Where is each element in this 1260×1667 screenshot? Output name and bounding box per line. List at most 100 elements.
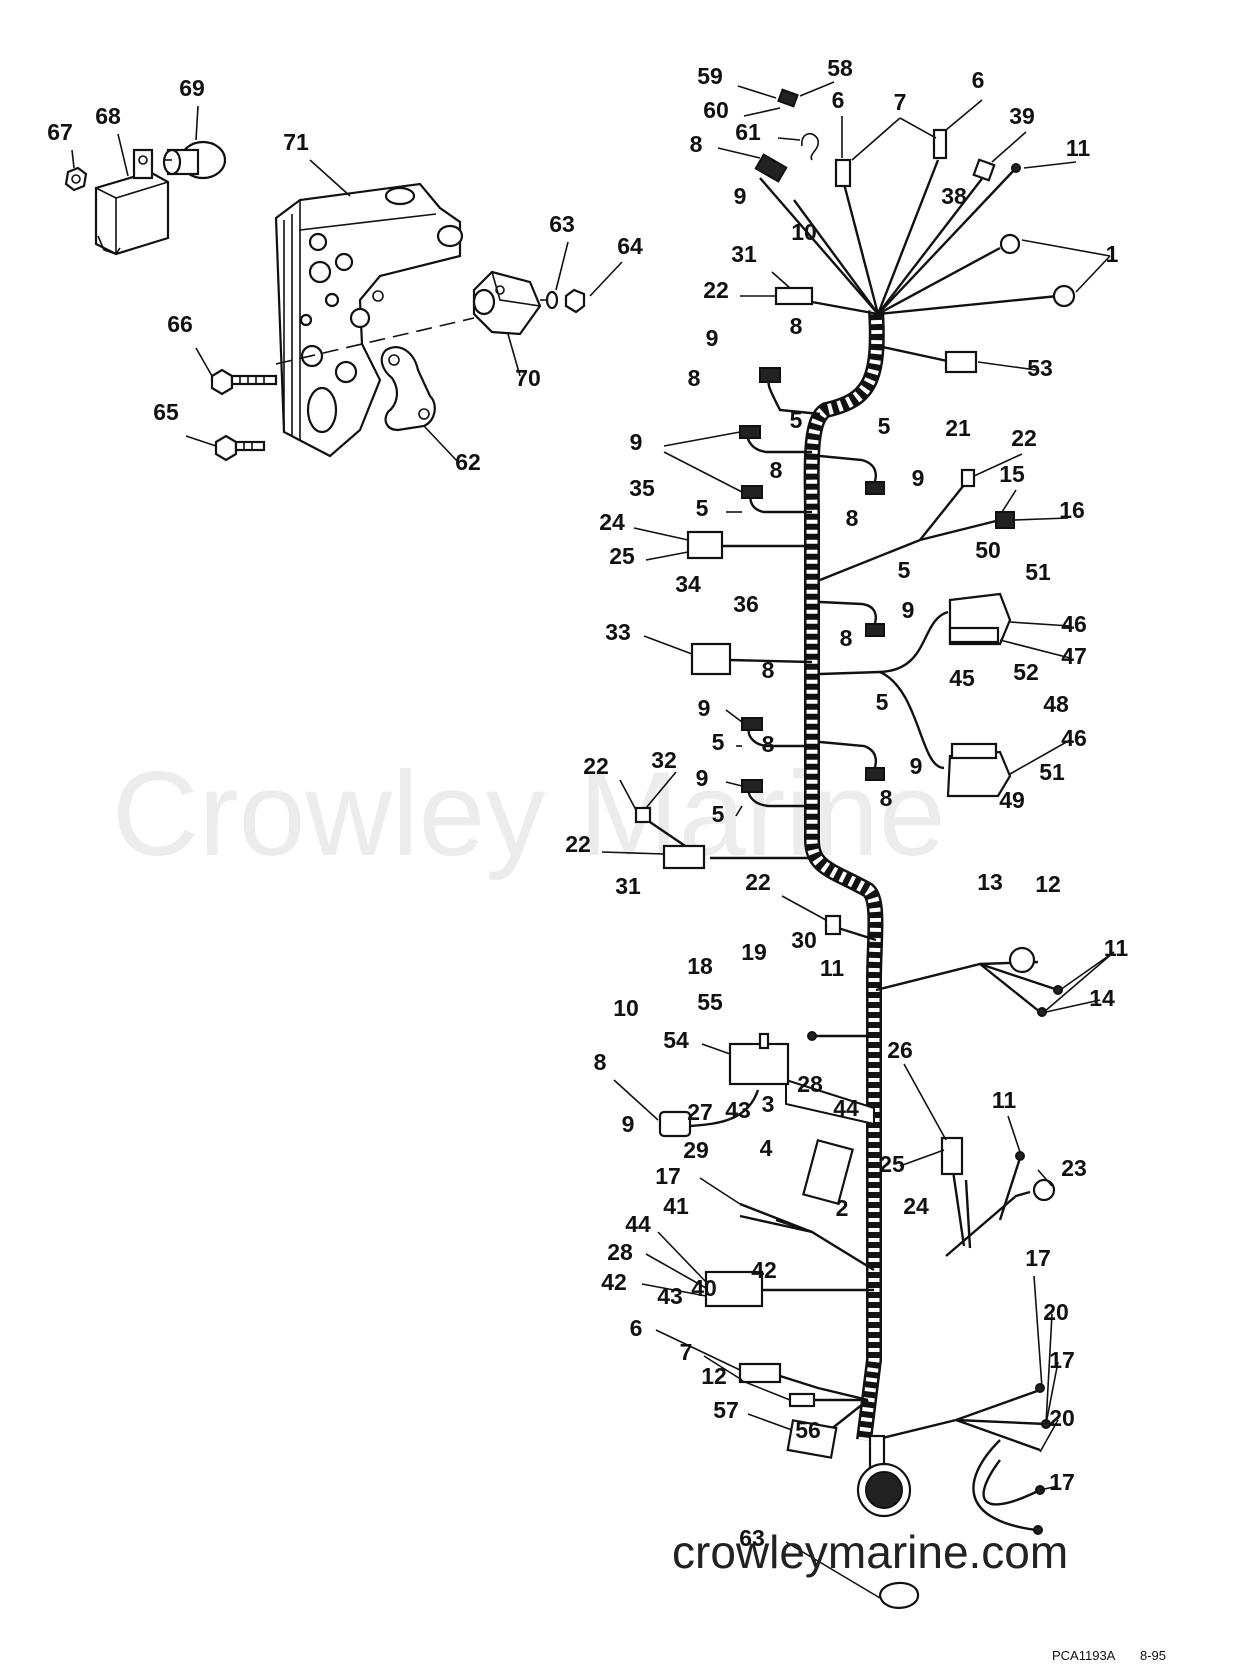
callout-label: 60 [703, 97, 729, 123]
callout-label: 28 [797, 1071, 823, 1097]
callout-label: 51 [1039, 759, 1065, 785]
callout-label: 25 [879, 1151, 905, 1177]
terminal-part [1033, 1525, 1043, 1535]
callout-label: 38 [941, 183, 967, 209]
callout-label: 69 [179, 75, 205, 101]
mounting-bracket-assembly [64, 140, 586, 462]
connector-part [995, 511, 1015, 529]
cable-clamp-part [878, 1581, 920, 1609]
relay-part [948, 592, 1012, 646]
callout-label: 28 [607, 1239, 633, 1265]
connector-part [686, 530, 724, 560]
callout-label: 70 [515, 365, 541, 391]
callout-label: 66 [167, 311, 193, 337]
callout-label: 40 [691, 1275, 717, 1301]
relay-part [946, 742, 1012, 798]
callout-label: 29 [683, 1137, 709, 1163]
callout-label: 9 [696, 765, 709, 791]
callout-label: 22 [703, 277, 729, 303]
relay-part [94, 148, 170, 256]
callout-label: 50 [975, 537, 1001, 563]
callout-label: 5 [712, 801, 725, 827]
screw-part [210, 368, 278, 396]
callout-label: 30 [791, 927, 817, 953]
callout-label: 41 [663, 1193, 689, 1219]
callout-label: 8 [880, 785, 893, 811]
terminal-part [807, 1031, 817, 1041]
callout-label: 9 [902, 597, 915, 623]
callout-label: 34 [675, 571, 701, 597]
callout-label: 45 [949, 665, 975, 691]
callout-label: 17 [1049, 1347, 1075, 1373]
callout-label: 2 [836, 1195, 849, 1221]
callout-label: 71 [283, 129, 309, 155]
callout-label: 31 [615, 873, 641, 899]
callout-label: 31 [731, 241, 757, 267]
callout-label: 24 [903, 1193, 929, 1219]
callout-label: 6 [630, 1315, 643, 1341]
callout-label: 12 [701, 1363, 727, 1389]
connector-part [738, 1362, 782, 1384]
callout-label: 68 [95, 103, 121, 129]
connector-part [704, 1270, 764, 1308]
connector-part [944, 350, 978, 374]
callout-label: 23 [1061, 1155, 1087, 1181]
callout-label: 5 [790, 407, 803, 433]
callout-label: 25 [609, 543, 635, 569]
callout-label: 16 [1059, 497, 1085, 523]
connector-part [932, 128, 948, 160]
callout-label: 46 [1061, 611, 1087, 637]
main-harness-trunk [803, 309, 885, 1441]
callout-label: 7 [680, 1339, 693, 1365]
callout-label: 9 [706, 325, 719, 351]
callout-label: 11 [1104, 935, 1129, 961]
callout-label: 44 [625, 1211, 651, 1237]
nut-part [564, 288, 586, 314]
callout-label: 32 [651, 747, 677, 773]
callout-label: 65 [153, 399, 179, 425]
washer-part [545, 290, 559, 310]
connector-part [960, 468, 976, 488]
terminal-part [1011, 163, 1021, 173]
callout-label: 17 [655, 1163, 681, 1189]
callout-label: 10 [791, 219, 817, 245]
callout-label: 18 [687, 953, 713, 979]
callout-label: 5 [878, 413, 891, 439]
callout-label: 33 [605, 619, 631, 645]
callout-label: 4 [760, 1135, 773, 1161]
connector-part [777, 88, 799, 108]
terminal-part [1035, 1383, 1045, 1393]
callout-label: 44 [833, 1095, 859, 1121]
ring-terminal-part [1052, 284, 1076, 308]
callout-label: 53 [1027, 355, 1053, 381]
callout-label: 5 [712, 729, 725, 755]
callout-label: 8 [594, 1049, 607, 1075]
solenoid-part [162, 140, 227, 180]
callout-label: 5 [876, 689, 889, 715]
grommet-part [1008, 946, 1036, 974]
callout-label: 8 [762, 731, 775, 757]
callout-label: 43 [657, 1283, 683, 1309]
ring-terminal-part [1032, 1178, 1056, 1202]
callout-label: 11 [1066, 135, 1091, 161]
callout-label: 5 [898, 557, 911, 583]
callout-label: 62 [455, 449, 481, 475]
callout-label: 58 [827, 55, 853, 81]
drawing-code: PCA1193A [1052, 1648, 1116, 1663]
callout-label: 63 [549, 211, 575, 237]
callout-label: 64 [617, 233, 643, 259]
callout-label: 61 [735, 119, 761, 145]
callout-label: 9 [630, 429, 643, 455]
callout-label: 5 [696, 495, 709, 521]
callout-label: 22 [1011, 425, 1037, 451]
key-switch-part [472, 270, 556, 336]
ring-terminal-part [999, 233, 1021, 255]
callout-label: 8 [846, 505, 859, 531]
callout-label: 15 [999, 461, 1025, 487]
callout-label: 13 [977, 869, 1003, 895]
callout-label: 6 [832, 87, 845, 113]
callout-label: 8 [762, 657, 775, 683]
bracket-plate-part [274, 182, 464, 458]
callout-label: 46 [1061, 725, 1087, 751]
callout-label: 22 [745, 869, 771, 895]
